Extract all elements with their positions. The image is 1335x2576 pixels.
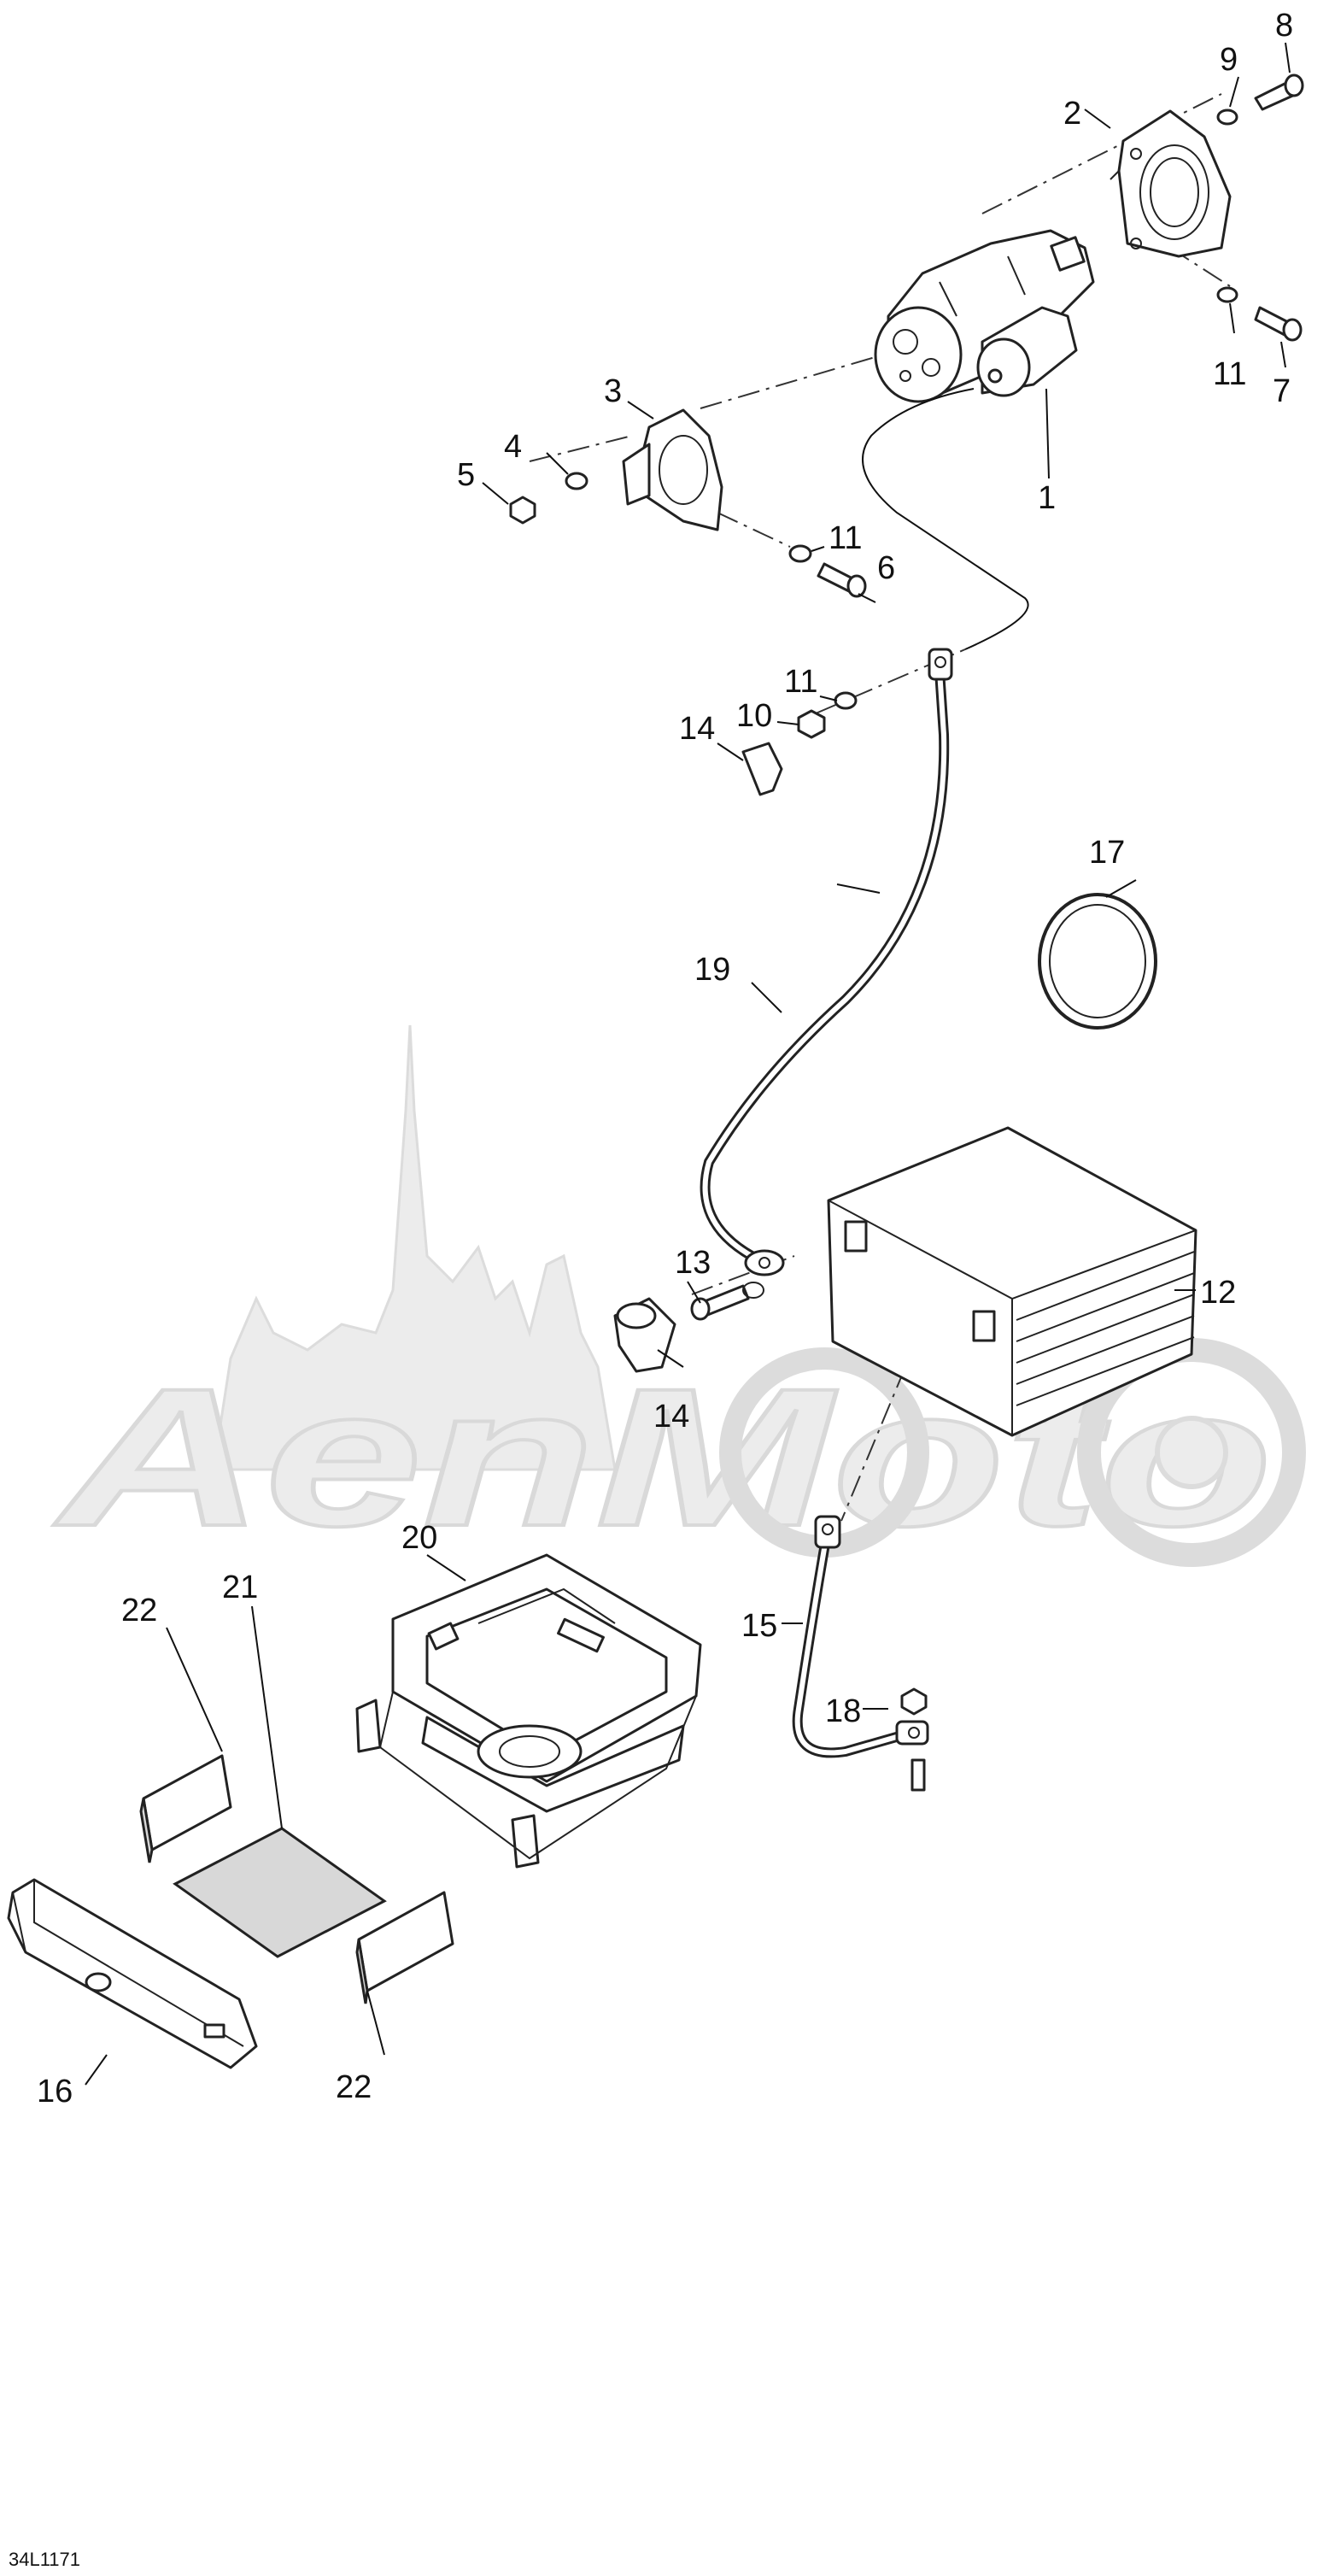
callout-12: 12	[1200, 1275, 1236, 1311]
callout-9: 9	[1220, 42, 1238, 78]
front-bolt-and-washer	[788, 544, 867, 598]
foam-pad-upper	[139, 1754, 232, 1863]
battery-tray	[355, 1553, 702, 1869]
callout-2: 2	[1063, 96, 1081, 132]
callout-22-lower: 22	[336, 2069, 372, 2105]
callout-18: 18	[825, 1693, 861, 1729]
callout-15: 15	[741, 1608, 777, 1644]
callout-14-upper: 14	[679, 711, 715, 747]
callout-22-upper: 22	[121, 1593, 157, 1628]
callout-4: 4	[504, 429, 522, 465]
callout-19: 19	[694, 952, 730, 988]
upper-bolt-and-washer	[1216, 73, 1304, 126]
callout-11-front: 11	[829, 520, 862, 556]
callout-16: 16	[37, 2074, 73, 2110]
terminal-boot-upper	[741, 742, 783, 796]
negative-cable	[792, 1515, 929, 1758]
terminal-boot-lower	[613, 1297, 676, 1373]
callout-21: 21	[222, 1570, 258, 1605]
callout-6: 6	[877, 550, 895, 586]
positive-cable	[700, 648, 953, 1276]
insulating-sheet	[173, 1827, 387, 1958]
callout-13: 13	[675, 1245, 711, 1281]
callout-11-cable: 11	[784, 664, 817, 700]
callout-14-lower: 14	[653, 1399, 689, 1435]
rear-mounting-plate	[1110, 109, 1232, 258]
callout-7: 7	[1273, 373, 1291, 409]
callout-10: 10	[736, 698, 772, 734]
o-ring	[1038, 893, 1157, 1030]
callout-8: 8	[1275, 8, 1293, 44]
battery-cover	[7, 1878, 258, 2069]
callout-17: 17	[1089, 835, 1125, 871]
front-bracket	[622, 408, 723, 531]
starter-wire	[862, 388, 1029, 650]
callout-labels: 1 2 3 4 5 6 7 8 9 10 11 11 11 12 13 14 1…	[37, 8, 1293, 2110]
foam-pad-lower	[355, 1891, 454, 2004]
cable-nut-and-washer	[797, 691, 858, 739]
battery-bolt-and-washer	[690, 1282, 764, 1321]
front-nut-and-washer	[509, 472, 588, 525]
leader-lines	[85, 42, 1291, 2086]
battery	[827, 1126, 1197, 1437]
starter-motor	[874, 229, 1095, 403]
callout-11-rear: 11	[1213, 356, 1246, 392]
lower-right-bolt-and-washer	[1216, 286, 1303, 342]
callout-1: 1	[1038, 480, 1056, 516]
drawing-code: 34L1171	[9, 2549, 80, 2570]
ground-nut-and-stud	[900, 1687, 928, 1792]
callout-20: 20	[401, 1520, 437, 1556]
callout-5: 5	[457, 457, 475, 493]
watermark-skyline-graphic	[212, 1024, 617, 1471]
callout-3: 3	[604, 373, 622, 409]
